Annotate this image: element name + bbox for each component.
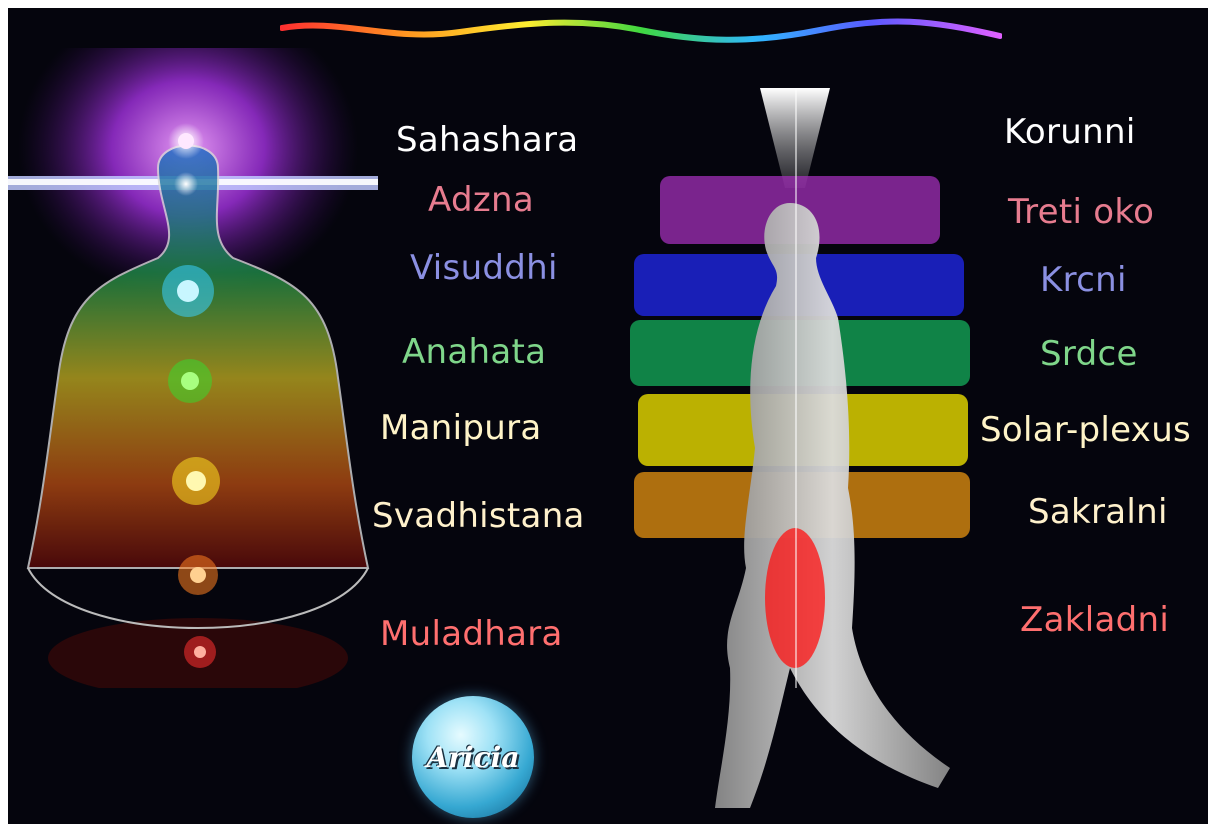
label-manipura: Manipura	[380, 408, 542, 448]
label-treti-oko: Treti oko	[1008, 192, 1154, 232]
label-sakralni: Sakralni	[1028, 492, 1168, 532]
label-srdce: Srdce	[1040, 334, 1138, 374]
label-solar-plexus: Solar-plexus	[980, 410, 1191, 450]
label-visuddhi: Visuddhi	[410, 248, 558, 288]
meditating-figure	[8, 48, 378, 688]
label-korunni: Korunni	[1004, 112, 1136, 152]
label-muladhara: Muladhara	[380, 614, 563, 654]
label-svadhistana: Svadhistana	[372, 496, 585, 536]
label-krcni: Krcni	[1040, 260, 1127, 300]
label-anahata: Anahata	[402, 332, 546, 372]
logo-text: Aricia	[412, 696, 534, 818]
label-adzna: Adzna	[428, 180, 534, 220]
label-sahashara: Sahashara	[396, 120, 578, 160]
label-zakladni: Zakladni	[1020, 600, 1169, 640]
rainbow-wave	[280, 14, 1002, 54]
chakra-poster: Sahashara Adzna Visuddhi Anahata Manipur…	[8, 8, 1208, 824]
walking-figure	[620, 68, 980, 824]
aricia-logo: Aricia	[412, 696, 534, 818]
